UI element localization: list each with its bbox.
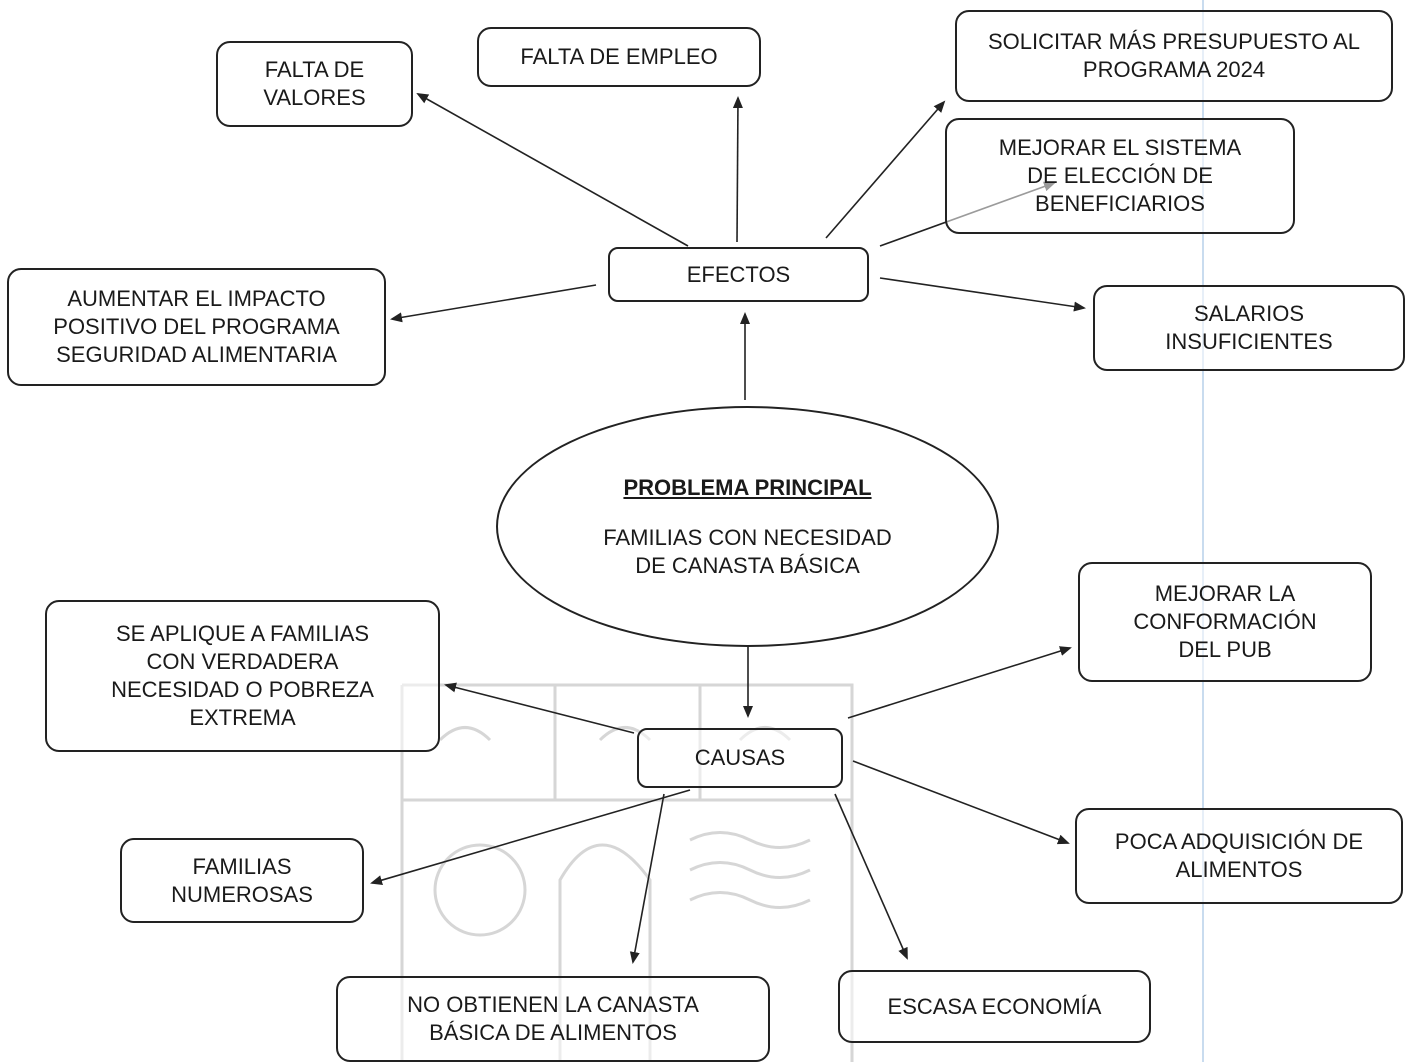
arrow-to-poca-adquisicion — [852, 760, 1070, 845]
arrow-to-solicitar — [825, 100, 946, 239]
cause-escasa-economia: ESCASA ECONOMÍA — [838, 970, 1151, 1043]
efectos-box: EFECTOS — [608, 247, 869, 302]
causas-box: CAUSAS — [637, 728, 843, 788]
main-problem-ellipse: PROBLEMA PRINCIPAL FAMILIAS CON NECESIDA… — [496, 406, 999, 647]
effect-aumentar-impacto: AUMENTAR EL IMPACTO POSITIVO DEL PROGRAM… — [7, 268, 386, 386]
main-problem-text: FAMILIAS CON NECESIDAD DE CANASTA BÁSICA — [603, 524, 892, 578]
arrow-to-se-aplique — [444, 682, 635, 734]
cause-se-aplique: SE APLIQUE A FAMILIAS CON VERDADERA NECE… — [45, 600, 440, 752]
cause-no-obtienen: NO OBTIENEN LA CANASTA BÁSICA DE ALIMENT… — [336, 976, 770, 1062]
arrow-to-familias-numerosas — [370, 789, 691, 885]
arrow-to-escasa-economia — [834, 793, 908, 960]
cause-poca-adquisicion: POCA ADQUISICIÓN DE ALIMENTOS — [1075, 808, 1403, 904]
arrow-to-salarios — [879, 277, 1086, 312]
cause-familias-numerosas: FAMILIAS NUMEROSAS — [120, 838, 364, 923]
main-problem-title: PROBLEMA PRINCIPAL — [623, 474, 872, 500]
effect-mejorar-sistema: MEJORAR EL SISTEMA DE ELECCIÓN DE BENEFI… — [945, 118, 1295, 234]
effect-falta-valores: FALTA DE VALORES — [216, 41, 413, 127]
page-margin-line — [1202, 0, 1204, 1062]
arrow-to-aumentar — [390, 284, 597, 323]
arrow-to-mejorar-conformacion — [847, 646, 1072, 719]
arrow-to-falta-empleo — [732, 96, 743, 243]
effect-solicitar-presupuesto: SOLICITAR MÁS PRESUPUESTO AL PROGRAMA 20… — [955, 10, 1393, 102]
arrow-to-falta-valores — [416, 93, 689, 247]
arrow-to-no-obtienen — [629, 793, 665, 964]
effect-falta-empleo: FALTA DE EMPLEO — [477, 27, 761, 87]
cause-mejorar-conformacion: MEJORAR LA CONFORMACIÓN DEL PUB — [1078, 562, 1372, 682]
effect-salarios-insuficientes: SALARIOS INSUFICIENTES — [1093, 285, 1405, 371]
